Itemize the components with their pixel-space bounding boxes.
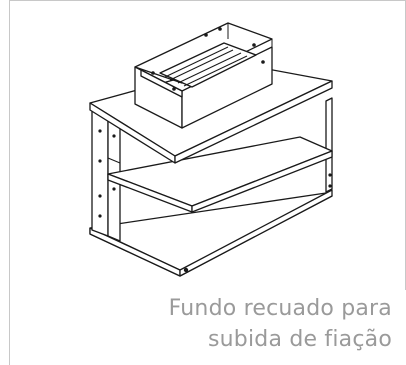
bottom-panel (89, 192, 333, 277)
caption-line-2: subida de fiação (208, 327, 392, 352)
caption-line-1: Fundo recuado para (168, 296, 392, 321)
card-border-left (9, 0, 10, 365)
top-panel-side (174, 80, 333, 164)
feature-caption: Fundo recuado para subida de fiação (12, 293, 392, 355)
screw-holes (98, 27, 332, 273)
cable-tray-inner-front (140, 69, 183, 98)
middle-shelf-side (191, 150, 333, 213)
card-border-top (9, 0, 406, 1)
bottom-panel-side-edge (179, 189, 333, 277)
cabinet-illustration (89, 22, 333, 277)
back-side-panel (325, 97, 333, 193)
cable-tray-channel (159, 42, 257, 88)
